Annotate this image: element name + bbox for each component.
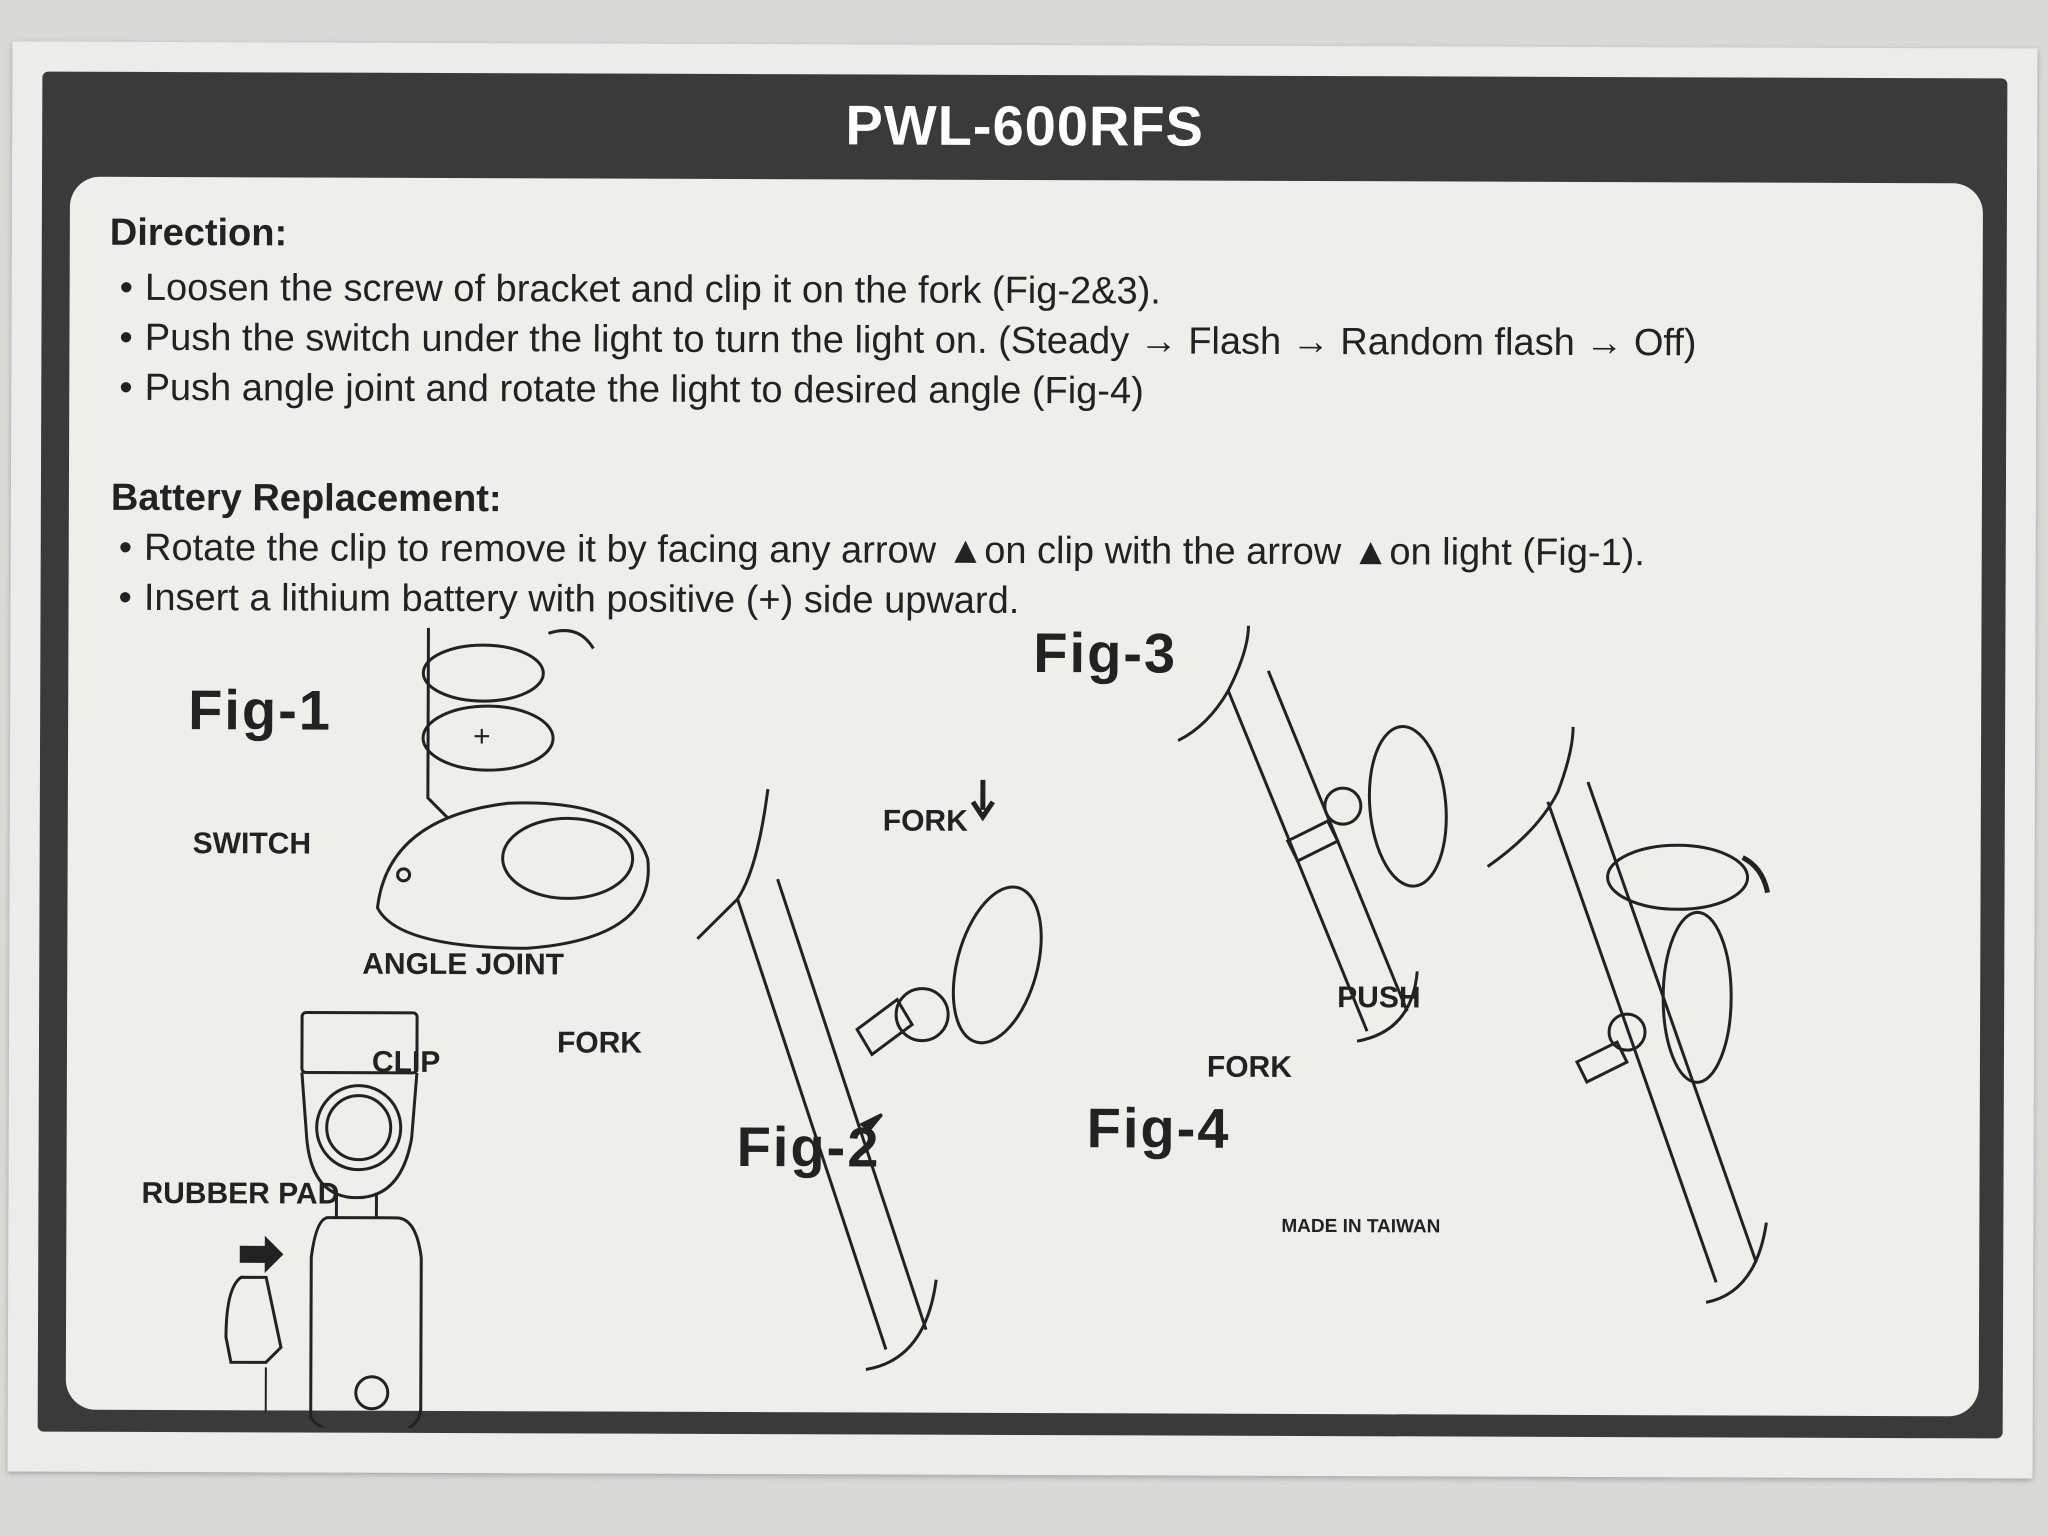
made-in-label: MADE IN TAIWAN (1281, 1215, 1441, 1238)
push-label: PUSH (1337, 981, 1421, 1015)
clip-label: CLIP (371, 1045, 441, 1079)
fig4-label: Fig-4 (1086, 1096, 1231, 1160)
fig3-label: Fig-3 (1033, 621, 1178, 685)
sheet-content: Direction: •Loosen the screw of bracket … (65, 176, 1984, 1434)
fig4-drawing (1486, 726, 1770, 1304)
switch-label: SWITCH (192, 827, 312, 861)
angle-joint-label: ANGLE JOINT (362, 947, 565, 982)
fig2-fork-label: FORK (556, 1026, 643, 1060)
instruction-sheet: PWL-600RFS Direction: •Loosen the screw … (7, 41, 2038, 1479)
sheet-frame: PWL-600RFS Direction: •Loosen the screw … (37, 71, 2008, 1439)
fig3-fork-label: FORK (882, 804, 968, 838)
fig1-drawing: + (224, 627, 650, 1434)
svg-text:+: + (473, 720, 491, 753)
fig2-label: Fig-2 (736, 1115, 881, 1179)
fig4-fork-label: FORK (1206, 1050, 1292, 1084)
fig1-label: Fig-1 (188, 678, 333, 742)
product-title: PWL-600RFS (845, 93, 1205, 158)
fig2-drawing (696, 779, 1043, 1371)
fig3-drawing (1177, 625, 1448, 1043)
figure-drawings: + (224, 625, 1770, 1434)
rubber-pad-label: RUBBER PAD (141, 1176, 340, 1211)
